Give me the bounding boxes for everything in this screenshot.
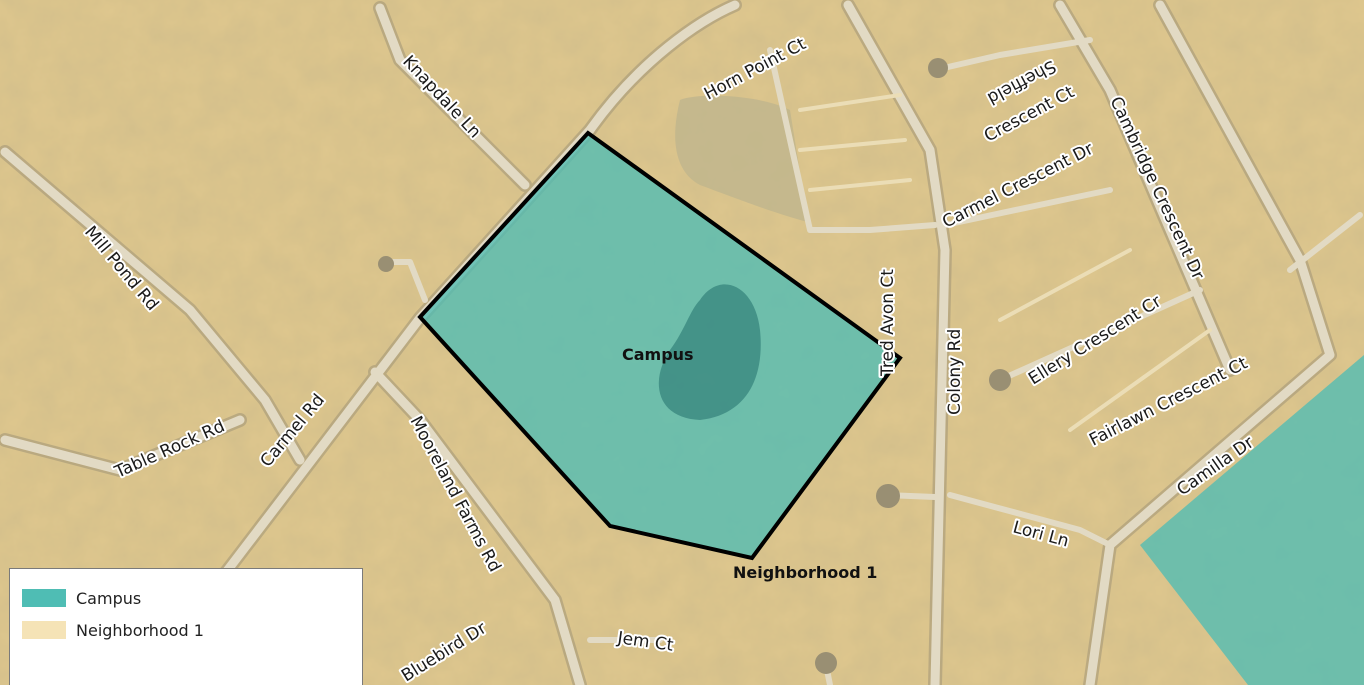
campus-area-east (1140, 355, 1364, 685)
map-legend: Campus Neighborhood 1 (9, 568, 363, 685)
road-label-tred-avon: Tred Avon Ct (878, 269, 898, 377)
legend-item-neighborhood-1: Neighborhood 1 (22, 619, 204, 641)
legend-label-neighborhood-1: Neighborhood 1 (76, 620, 204, 640)
legend-swatch-campus (22, 589, 66, 607)
legend-item-campus: Campus (22, 587, 141, 609)
legend-swatch-neighborhood-1 (22, 621, 66, 639)
road-label-colony: Colony Rd (945, 329, 965, 415)
campus-boundary (417, 130, 903, 561)
campus-pond (658, 284, 761, 420)
legend-label-campus: Campus (76, 588, 142, 608)
campus-area-label: Campus (622, 345, 694, 364)
neighborhood-area-label: Neighborhood 1 (733, 563, 877, 582)
campus-area-main (420, 133, 900, 558)
